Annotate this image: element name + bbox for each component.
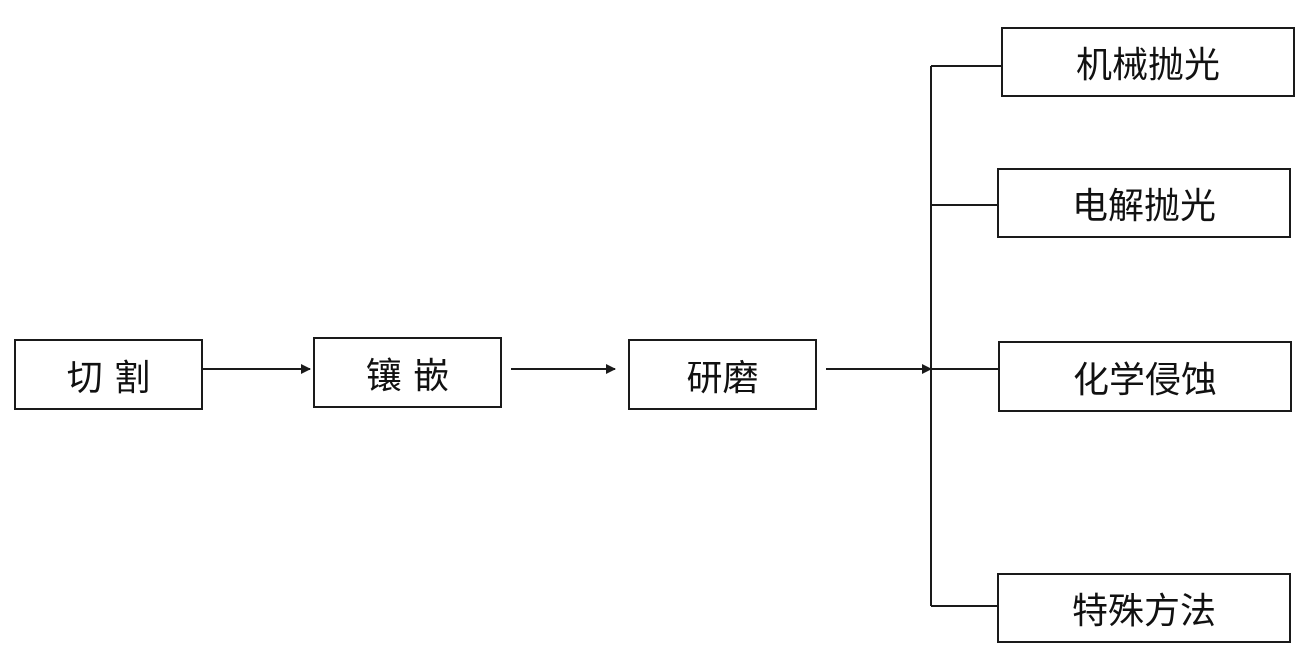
stage-mount-label: 镶 嵌 [365,355,450,397]
stage-grind-box: 研磨 [628,339,817,410]
stage-grind-label: 研磨 [686,357,759,399]
stage-cut-box: 切 割 [14,339,203,410]
method-label: 化学侵蚀 [1072,359,1217,401]
method-label: 特殊方法 [1071,591,1216,632]
method-special-methods-box: 特殊方法 [997,573,1291,643]
method-label: 电解抛光 [1071,186,1216,227]
stage-mount-box: 镶 嵌 [313,337,502,408]
stage-cut-label: 切 割 [66,357,151,399]
method-mechanical-polishing-box: 机械抛光 [1001,27,1295,97]
method-label: 机械抛光 [1075,45,1220,86]
method-electrolytic-polishing-box: 电解抛光 [997,168,1291,238]
method-chemical-etching-box: 化学侵蚀 [998,341,1292,412]
